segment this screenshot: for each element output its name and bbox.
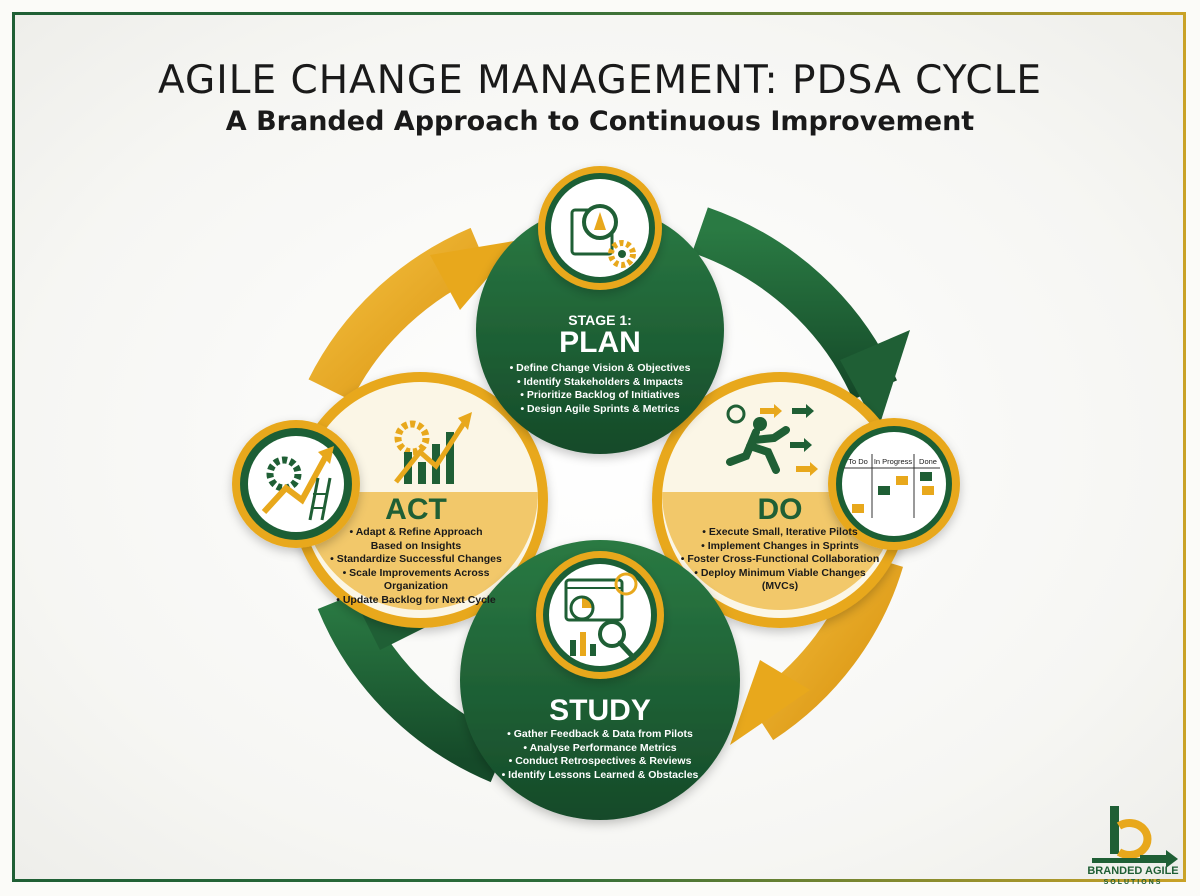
- study-icon-badge: [536, 551, 664, 679]
- act-bullet: Scale Improvements Across Organization: [318, 567, 514, 594]
- page-title: AGILE CHANGE MANAGEMENT: PDSA CYCLE: [158, 58, 1042, 103]
- plan-compass-gear-icon: [570, 204, 636, 268]
- kanban-board: To Do In Progress Done: [844, 454, 940, 518]
- logo-line2: SOLUTIONS: [1103, 879, 1163, 886]
- study-bullet: Analyse Performance Metrics: [495, 742, 705, 756]
- do-bullet: Execute Small, Iterative Pilots: [680, 526, 880, 540]
- analytics-magnifier-icon: [564, 572, 638, 661]
- act-bullets: Adapt & Refine Approach Based on Insight…: [318, 526, 514, 607]
- study-bullet: Conduct Retrospectives & Reviews: [495, 755, 705, 769]
- act-bullet: Adapt & Refine Approach Based on Insight…: [318, 526, 514, 553]
- do-bullets: Execute Small, Iterative Pilots Implemen…: [680, 526, 880, 594]
- plan-bullet: Design Agile Sprints & Metrics: [500, 403, 700, 417]
- plan-stage-name: PLAN: [559, 326, 641, 359]
- board-col-inprogress: In Progress: [874, 457, 913, 466]
- act-stage-text: ACT Adapt & Refine Approach Based on Ins…: [318, 494, 514, 607]
- do-bullet: Foster Cross-Functional Collaboration: [680, 553, 880, 567]
- study-bullet: Gather Feedback & Data from Pilots: [495, 728, 705, 742]
- logo-line1: BRANDED AGILE: [1087, 865, 1179, 877]
- plan-bullet: Define Change Vision & Objectives: [500, 362, 700, 376]
- gear-growth-arrow-icon: [261, 446, 334, 521]
- act-bullet: Update Backlog for Next Cycle: [318, 594, 514, 608]
- plan-stage-text: STAGE 1: PLAN Define Change Vision & Obj…: [500, 312, 700, 416]
- study-stage-name: STUDY: [549, 694, 651, 727]
- do-bullet: Deploy Minimum Viable Changes (MVCs): [680, 567, 880, 594]
- plan-bullet: Identify Stakeholders & Impacts: [500, 376, 700, 390]
- study-stage-text: STUDY Gather Feedback & Data from Pilots…: [495, 694, 705, 782]
- board-col-done: Done: [919, 457, 937, 466]
- plan-bullets: Define Change Vision & Objectives Identi…: [500, 362, 700, 416]
- act-stage-name: ACT: [385, 493, 447, 526]
- study-bullet: Identify Lessons Learned & Obstacles: [495, 769, 705, 783]
- study-bullets: Gather Feedback & Data from Pilots Analy…: [495, 728, 705, 782]
- logo-text: BRANDED AGILE SOLUTIONS: [1083, 866, 1183, 888]
- company-logo: [1092, 806, 1178, 868]
- act-bullet: Standardize Successful Changes: [318, 553, 514, 567]
- running-person-icon: [726, 404, 818, 476]
- do-stage-name: DO: [757, 493, 803, 526]
- board-col-todo: To Do: [848, 457, 868, 466]
- do-stage-text: DO Execute Small, Iterative Pilots Imple…: [680, 494, 880, 594]
- plan-bullet: Prioritize Backlog of Initiatives: [500, 389, 700, 403]
- act-chart-icon: [394, 412, 472, 484]
- kanban-board-badge: [828, 418, 960, 550]
- do-bullet: Implement Changes in Sprints: [680, 540, 880, 554]
- plan-stage-label: STAGE 1:: [568, 312, 632, 328]
- page-subtitle: A Branded Approach to Continuous Improve…: [225, 106, 975, 137]
